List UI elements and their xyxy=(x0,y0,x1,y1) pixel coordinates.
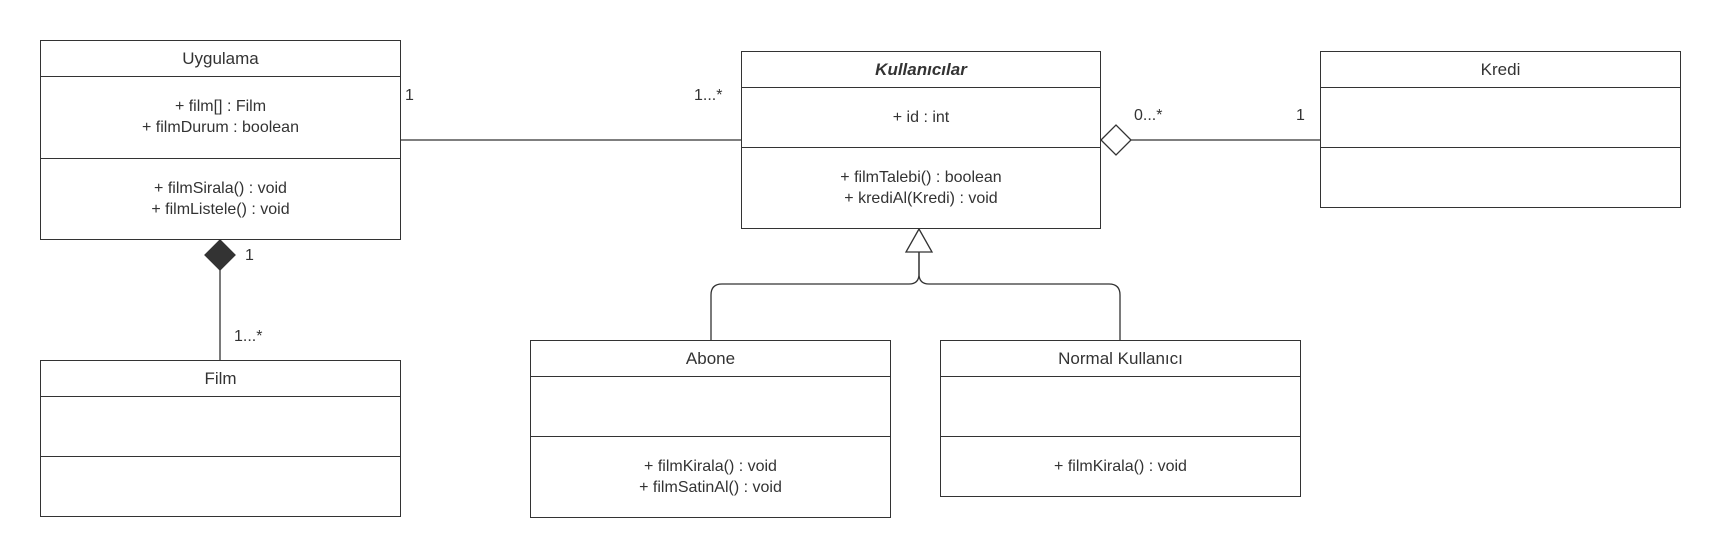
aggregation-diamond-icon xyxy=(1100,124,1132,156)
operation: + filmTalebi() : boolean xyxy=(840,169,1002,186)
attribute: + filmDurum : boolean xyxy=(142,119,299,137)
class-uygulama-attributes: + film[] : Film + filmDurum : boolean xyxy=(41,77,400,158)
composition-diamond-icon xyxy=(204,239,236,271)
class-abone-operations: + filmKirala() : void + filmSatinAl() : … xyxy=(531,436,890,517)
class-abone[interactable]: Abone + filmKirala() : void + filmSatinA… xyxy=(530,340,891,518)
class-normal-kullanici-attributes xyxy=(941,377,1300,436)
class-kullanicilar-operations: + filmTalebi() : boolean + krediAl(Kredi… xyxy=(742,147,1100,228)
class-kredi-operations xyxy=(1321,147,1680,207)
operation: + filmSatinAl() : void xyxy=(639,479,782,496)
class-kredi-attributes xyxy=(1321,88,1680,147)
class-kullanicilar-name: Kullanıcılar xyxy=(742,52,1100,88)
operation: + filmKirala() : void xyxy=(1054,458,1187,475)
class-normal-kullanici[interactable]: Normal Kullanıcı + filmKirala() : void xyxy=(940,340,1301,497)
attribute: + film[] : Film xyxy=(174,98,267,116)
multiplicity-label: 0...* xyxy=(1134,107,1163,124)
generalization-triangle-icon xyxy=(904,227,934,253)
class-film-name: Film xyxy=(41,361,400,397)
multiplicity-label: 1 xyxy=(405,87,414,104)
multiplicity-label: 1...* xyxy=(694,87,723,104)
class-kredi-name: Kredi xyxy=(1321,52,1680,88)
generalization-normal-kullanici[interactable] xyxy=(918,252,1121,340)
class-normal-kullanici-operations: + filmKirala() : void xyxy=(941,436,1300,496)
class-uygulama-operations: + filmSirala() : void + filmListele() : … xyxy=(41,157,400,240)
multiplicity-label: 1 xyxy=(1296,107,1305,124)
class-film[interactable]: Film xyxy=(40,360,401,517)
multiplicity-label: 1...* xyxy=(234,328,263,345)
multiplicity-label: 1 xyxy=(245,247,254,264)
class-uygulama[interactable]: Uygulama + film[] : Film + filmDurum : b… xyxy=(40,40,401,240)
operation: + filmListele() : void xyxy=(151,200,290,218)
class-abone-attributes xyxy=(531,377,890,436)
operation: + filmKirala() : void xyxy=(644,458,777,475)
class-normal-kullanici-name: Normal Kullanıcı xyxy=(941,341,1300,377)
class-kullanicilar-attributes: + id : int xyxy=(742,88,1100,147)
class-film-operations xyxy=(41,456,400,516)
class-film-attributes xyxy=(41,397,400,456)
class-uygulama-name: Uygulama xyxy=(41,41,400,77)
operation: + filmSirala() : void xyxy=(154,179,287,197)
class-kullanicilar[interactable]: Kullanıcılar + id : int + filmTalebi() :… xyxy=(741,51,1101,229)
class-kredi[interactable]: Kredi xyxy=(1320,51,1681,208)
attribute: + id : int xyxy=(892,109,950,126)
operation: + krediAl(Kredi) : void xyxy=(844,190,998,207)
generalization-abone[interactable] xyxy=(710,252,920,340)
class-abone-name: Abone xyxy=(531,341,890,377)
